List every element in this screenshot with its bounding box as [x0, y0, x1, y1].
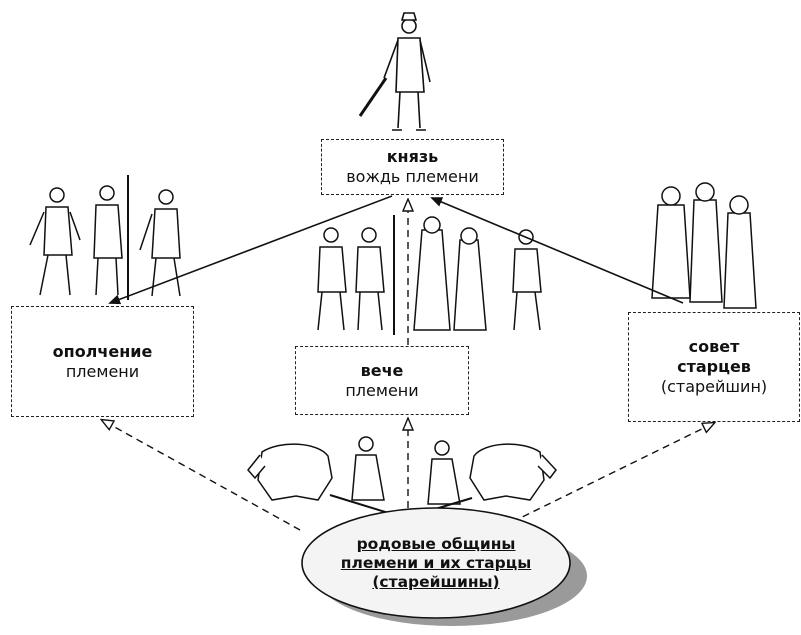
- communities-line2: племени и их старцы: [340, 553, 532, 572]
- council-box: совет старцев (старейшин): [628, 312, 800, 422]
- election-arrows: [102, 200, 714, 531]
- veche-subtitle: племени: [345, 380, 419, 400]
- arrow-prince-to-militia: [108, 195, 393, 305]
- ploughman-with-horse-icon: [247, 436, 557, 516]
- communities-line3: (старейшины): [372, 572, 500, 591]
- communities-block: родовые общины племени и их старцы (стар…: [302, 508, 587, 630]
- council-subtitle: (старейшин): [660, 377, 768, 396]
- arrow-communities-to-council: [511, 423, 714, 523]
- militia-box: ополчение племени: [11, 306, 194, 417]
- prince-title: князь: [386, 147, 439, 166]
- council-title2: старцев: [677, 357, 751, 376]
- veche-box: вече племени: [295, 346, 469, 415]
- communities-text: родовые общины племени и их старцы (стар…: [302, 508, 570, 618]
- prince-box: князь вождь племени: [321, 139, 504, 195]
- prince-warrior-icon: [358, 12, 431, 131]
- power-arrows: [108, 195, 684, 305]
- arrow-council-to-prince: [430, 197, 684, 304]
- militia-title: ополчение: [52, 341, 153, 361]
- militia-subtitle: племени: [65, 361, 140, 381]
- arrow-communities-to-militia: [102, 420, 301, 531]
- prince-subtitle: вождь племени: [346, 167, 479, 186]
- communities-ellipse: [301, 507, 571, 619]
- assembly-people-icon: [317, 215, 542, 335]
- communities-line1: родовые общины: [356, 534, 516, 553]
- veche-title: вече: [360, 360, 404, 380]
- militia-warriors-icon: [29, 175, 181, 300]
- council-title: совет: [688, 337, 740, 356]
- elders-icon: [651, 182, 757, 309]
